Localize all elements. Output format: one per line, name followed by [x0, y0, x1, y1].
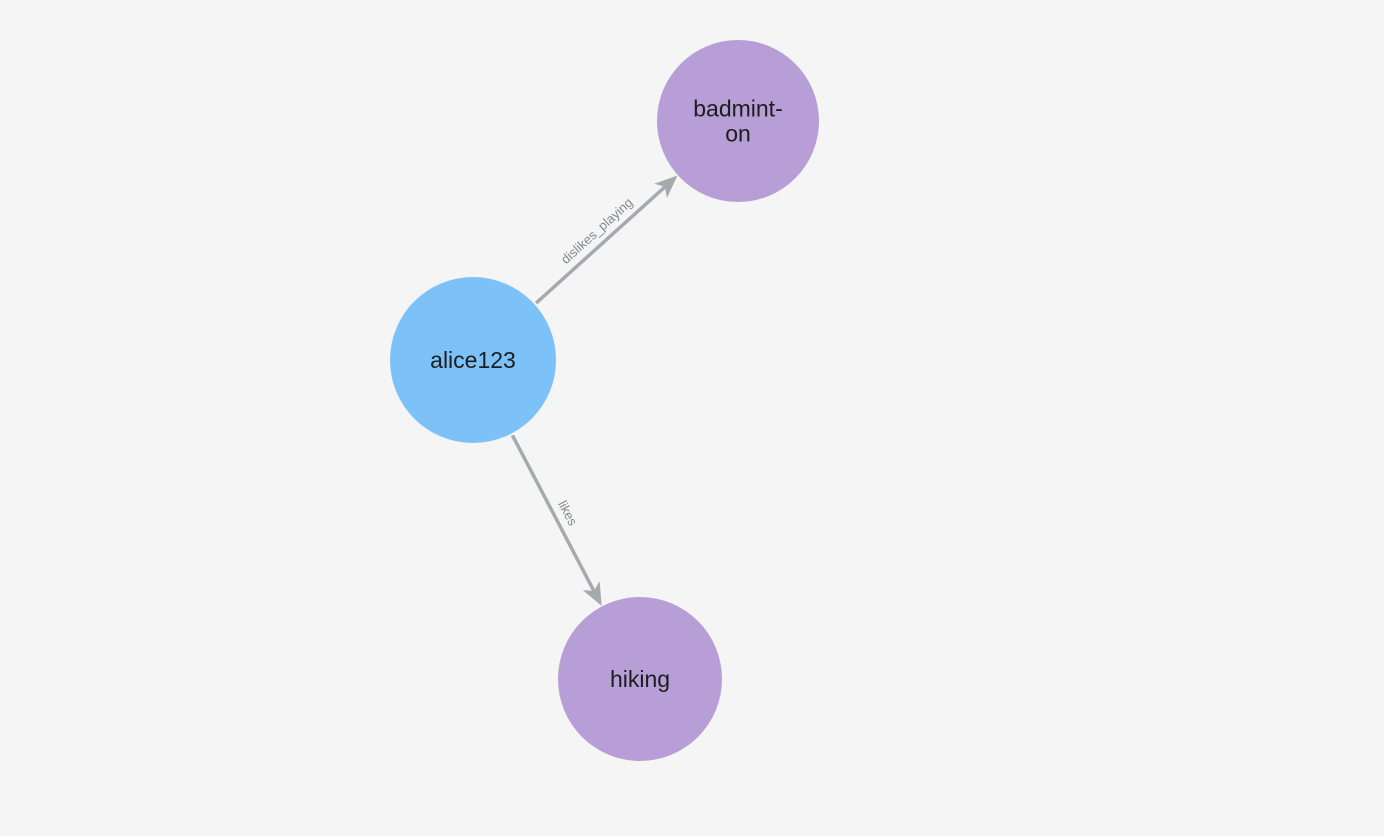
node-circle[interactable]: [390, 277, 556, 443]
node-alice123[interactable]: alice123: [390, 277, 556, 443]
edge-alice123-badminton[interactable]: dislikes_playing: [534, 175, 678, 305]
node-circle[interactable]: [657, 40, 819, 202]
edge-line[interactable]: [510, 434, 602, 606]
edge-line[interactable]: [534, 175, 678, 305]
edge-alice123-hiking[interactable]: likes: [510, 434, 602, 606]
node-badminton[interactable]: badmint-on: [657, 40, 819, 202]
node-hiking[interactable]: hiking: [558, 597, 722, 761]
node-circle[interactable]: [558, 597, 722, 761]
edge-label[interactable]: dislikes_playing: [558, 195, 636, 267]
